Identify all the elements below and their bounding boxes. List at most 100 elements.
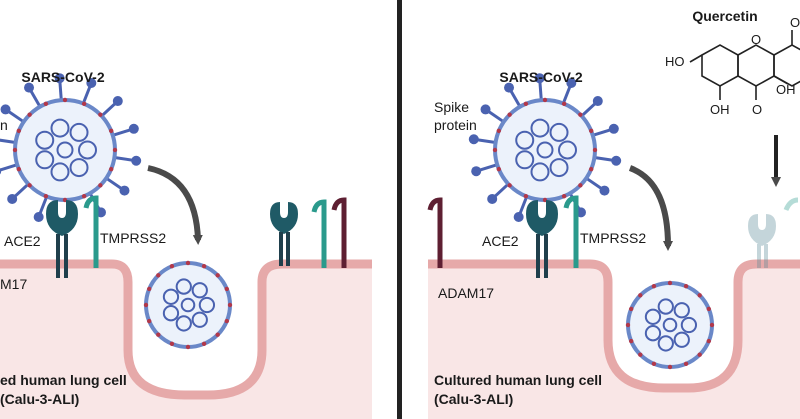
membrane-protein (628, 338, 634, 344)
spike-head (131, 155, 142, 166)
rna-coil (162, 305, 180, 322)
spike-head (513, 212, 524, 223)
rna-coil (175, 278, 192, 295)
left-ace2-label: ACE2 (4, 233, 41, 249)
membrane-protein (215, 273, 220, 278)
membrane-protein (224, 318, 230, 324)
rna-coil (56, 141, 74, 159)
membrane-protein (588, 166, 594, 172)
membrane-protein (561, 101, 567, 107)
membrane-protein (625, 322, 631, 328)
left-cell-label-1: ed human lung cell (0, 372, 127, 388)
spike-head (0, 104, 11, 115)
membrane-protein (146, 286, 152, 292)
right-adam17-label: ADAM17 (438, 285, 494, 301)
membrane-protein (169, 341, 175, 347)
quercetin-structure (689, 30, 800, 100)
left-panel: ACE2 TMPRSS2 M17 SARS-CoV-2 n ed human l… (0, 69, 372, 419)
membrane-protein (143, 302, 149, 308)
spike-stalk (0, 163, 18, 172)
right-panel: ADAM17 ACE2 TMPRSS2 (427, 8, 800, 419)
spike-head (54, 73, 65, 84)
rna-coil (35, 130, 55, 150)
rna-coil (50, 162, 70, 182)
membrane-protein (542, 97, 548, 103)
membrane-protein (507, 183, 512, 188)
rna-coil (180, 297, 196, 313)
spike-head (599, 185, 610, 196)
membrane-protein (496, 166, 502, 172)
right-cell-label-2: (Calu-3-ALI) (434, 391, 513, 407)
membrane-protein (683, 361, 689, 367)
membrane-protein (651, 283, 657, 289)
membrane-protein (628, 306, 634, 312)
rna-coil (662, 317, 678, 333)
membrane-protein (706, 338, 712, 344)
rna-coil (530, 162, 550, 182)
quercetin-ho: HO (665, 54, 685, 69)
right-ace2-label: ACE2 (482, 233, 519, 249)
membrane-protein (108, 128, 114, 134)
membrane-protein (592, 147, 598, 153)
membrane-protein (588, 128, 594, 134)
membrane-protein (27, 183, 32, 188)
rna-coil (515, 150, 535, 170)
right-tmprss2-label: TMPRSS2 (580, 230, 646, 246)
spike-label-1: Spike (434, 99, 469, 115)
left-adam17-partial-label: M17 (0, 276, 27, 292)
spike-head (534, 73, 545, 84)
membrane-protein (43, 101, 49, 107)
membrane-protein (201, 263, 207, 269)
membrane-protein (697, 293, 702, 298)
left-cell-body (0, 264, 372, 419)
membrane-protein (185, 344, 191, 350)
right-tmprss2 (563, 195, 579, 268)
spike-head (7, 193, 18, 204)
membrane-protein (201, 341, 207, 347)
membrane-protein (185, 260, 191, 266)
membrane-protein (98, 183, 103, 188)
spike-head (128, 123, 139, 134)
membrane-protein (169, 263, 175, 269)
membrane-protein (651, 361, 657, 367)
rna-coil (198, 296, 216, 314)
membrane-protein (492, 147, 498, 153)
membrane-protein (16, 166, 22, 172)
spike-head (504, 82, 515, 93)
spike-head (608, 123, 619, 134)
rna-coil (191, 282, 208, 299)
right-virus (468, 73, 622, 227)
membrane-protein (667, 280, 673, 286)
membrane-protein (12, 147, 18, 153)
left-ace2-unbound (270, 202, 298, 266)
membrane-protein (507, 112, 512, 117)
rna-coil (35, 150, 55, 170)
spike-head (33, 212, 44, 223)
panel-divider (397, 0, 402, 419)
right-adam17 (427, 197, 443, 268)
membrane-protein (638, 352, 643, 357)
spike-head (592, 96, 603, 107)
rna-coil (549, 122, 569, 142)
left-adam17 (331, 197, 347, 268)
membrane-protein (523, 101, 529, 107)
membrane-protein (227, 302, 233, 308)
rna-coil (644, 325, 662, 342)
rna-coil (680, 316, 698, 334)
membrane-protein (697, 352, 702, 357)
membrane-protein (709, 322, 715, 328)
right-cell-label-1: Cultured human lung cell (434, 372, 602, 388)
membrane-protein (215, 332, 220, 337)
membrane-protein (578, 112, 583, 117)
left-tmprss2-label: TMPRSS2 (100, 230, 166, 246)
spike-stalk (0, 138, 16, 145)
spike-head (566, 77, 577, 88)
membrane-protein (667, 364, 673, 370)
rna-coil (536, 141, 554, 159)
rna-coil (69, 122, 89, 142)
membrane-protein (156, 332, 161, 337)
left-cell-label-2: (Calu-3-ALI) (0, 391, 79, 407)
rna-coil (673, 331, 690, 348)
membrane-protein (108, 166, 114, 172)
